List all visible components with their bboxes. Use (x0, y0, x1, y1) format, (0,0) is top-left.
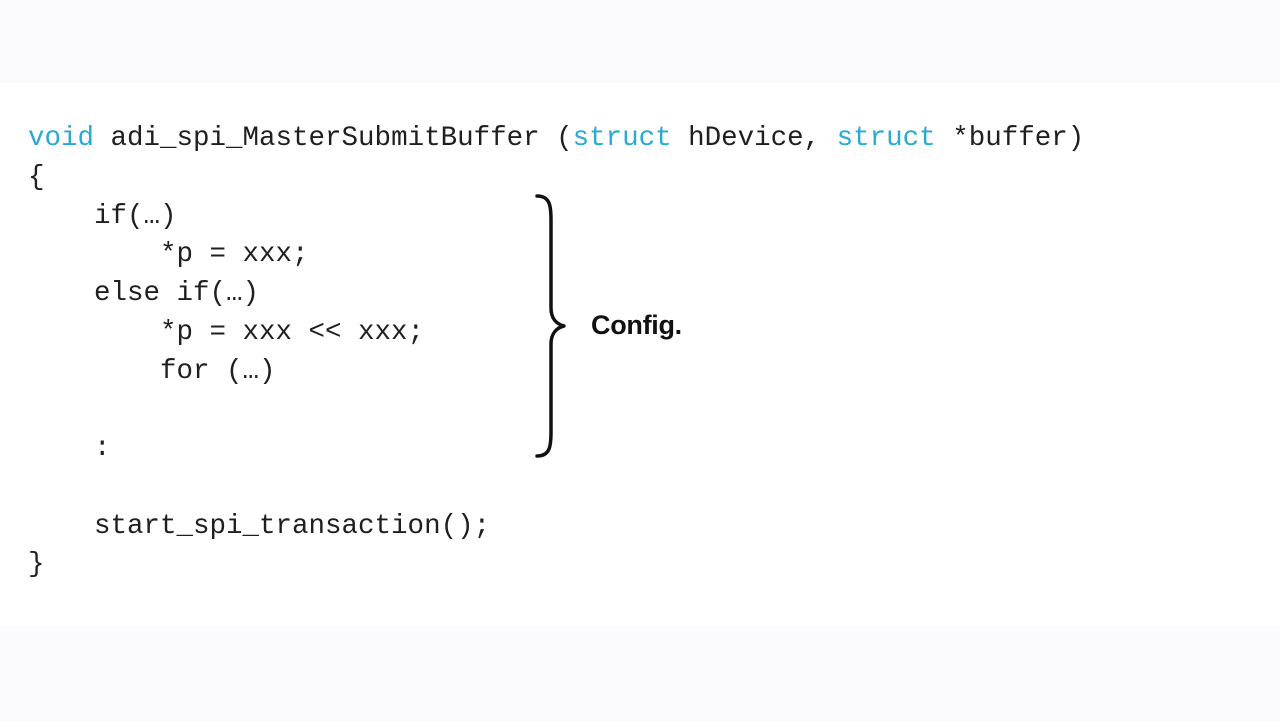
return-type-keyword: void (28, 123, 95, 154)
config-label: Config. (591, 310, 682, 340)
code-block: void adi_spi_MasterSubmitBuffer (struct … (28, 120, 1084, 585)
code-line-if: if(…) (28, 200, 177, 232)
code-line-blank-2 (28, 469, 1084, 508)
code-line-start-transaction: start_spi_transaction(); (28, 510, 491, 542)
curly-brace-shape (535, 194, 566, 458)
code-line-assign: *p = xxx; (28, 239, 309, 271)
code-line-assign-shift: *p = xxx << xxx; (28, 316, 425, 348)
open-brace-line: { (28, 161, 45, 193)
function-name: adi_spi_MasterSubmitBuffer ( (94, 123, 573, 154)
param1-type-keyword: struct (572, 123, 672, 154)
curly-brace-path (535, 194, 566, 458)
function-signature-line: void adi_spi_MasterSubmitBuffer (struct … (28, 120, 1084, 159)
close-brace-line: } (28, 549, 45, 581)
code-line-else-if: else if(…) (28, 278, 260, 309)
param1-name: hDevice, (671, 123, 837, 154)
code-line-for: for (…) (28, 355, 276, 387)
code-panel (0, 83, 1280, 626)
param2-type-keyword: struct (836, 123, 936, 154)
code-line-ellipsis: : (28, 433, 111, 464)
param2-name: *buffer) (935, 123, 1085, 154)
